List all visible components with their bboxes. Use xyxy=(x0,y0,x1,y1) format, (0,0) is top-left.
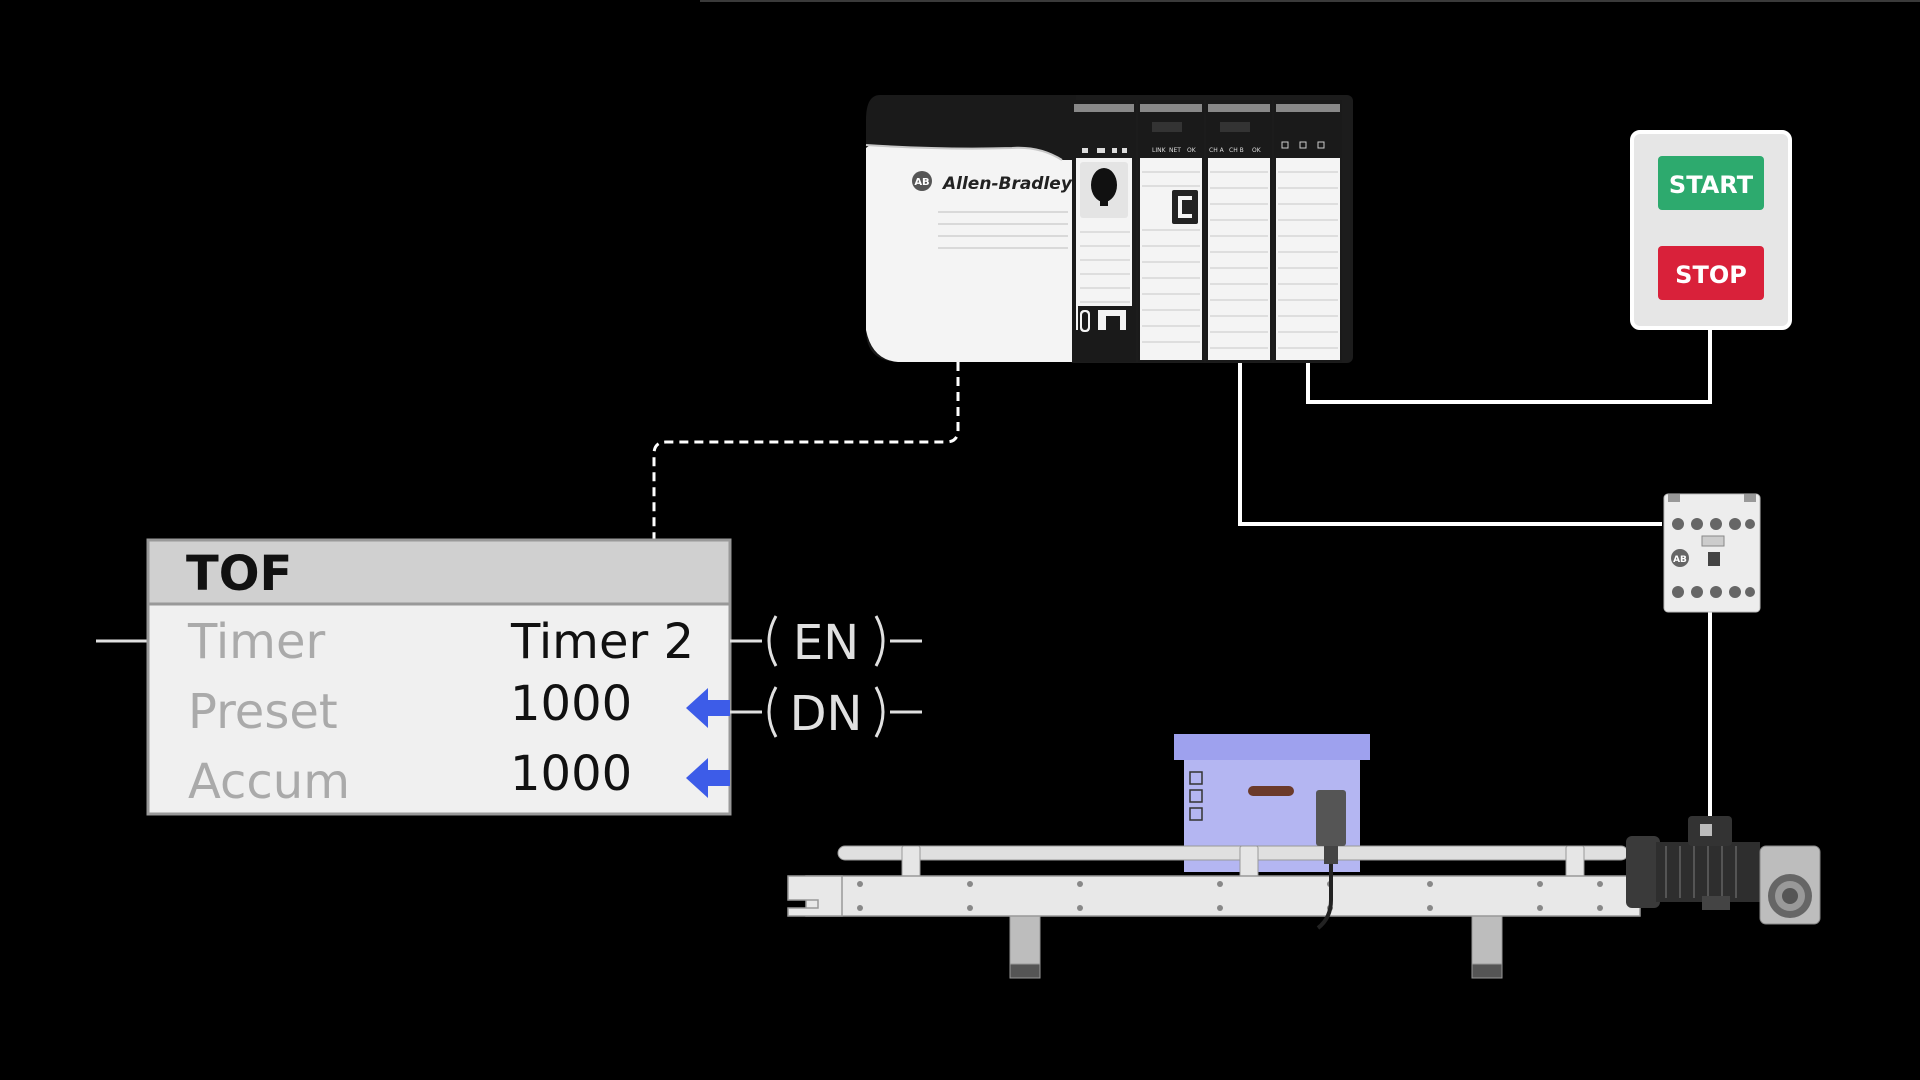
preset-arrow-icon xyxy=(686,688,730,728)
conveyor-motor xyxy=(1626,816,1821,925)
accum-arrow-icon xyxy=(686,758,730,798)
en-label: EN xyxy=(793,615,859,671)
stop-button-label: STOP xyxy=(1675,261,1747,289)
module-label-net: NET xyxy=(1169,147,1181,154)
processor-module xyxy=(1072,100,1136,362)
accum-value: 1000 xyxy=(510,746,632,802)
brand-logo xyxy=(912,171,932,191)
tof-instruction-block: TOF Timer Timer 2 Preset 1000 Accum 1000 xyxy=(96,538,732,816)
preset-value: 1000 xyxy=(510,676,632,732)
module-label-ok: OK xyxy=(1187,147,1197,154)
plc-chassis: AB Allen-Bradley xyxy=(865,95,1353,363)
contactor-logo-text: AB xyxy=(1673,555,1687,565)
module-label-link: LINK xyxy=(1152,147,1167,154)
wires xyxy=(652,330,1712,820)
start-button[interactable]: START xyxy=(1658,156,1764,210)
ethernet-module: LINK NET OK xyxy=(1138,100,1204,362)
start-button-label: START xyxy=(1669,171,1754,199)
tof-title: TOF xyxy=(186,546,292,602)
output-coil-en: EN xyxy=(730,615,922,671)
io-module xyxy=(1274,100,1342,362)
module-label-chb: CH B xyxy=(1229,147,1244,154)
comm-module: CH A CH B OK xyxy=(1206,100,1272,362)
contactor-logo xyxy=(1671,549,1689,567)
photo-eye-sensor xyxy=(1316,790,1346,930)
pushbutton-station: START STOP xyxy=(1630,130,1792,330)
ethernet-port-icon xyxy=(1172,190,1198,224)
accum-label: Accum xyxy=(188,754,350,810)
timer-value: Timer 2 xyxy=(510,614,694,670)
wire-output-to-contactor xyxy=(1238,362,1662,526)
stop-button[interactable]: STOP xyxy=(1658,246,1764,300)
network-cable-dashed xyxy=(652,362,960,540)
conveyor xyxy=(787,734,1821,979)
timer-label: Timer xyxy=(187,614,325,670)
preset-label: Preset xyxy=(188,684,338,740)
wire-input-to-pushbuttons xyxy=(1306,330,1712,404)
output-coil-dn: DN xyxy=(730,686,922,742)
motor-contactor: AB xyxy=(1663,493,1761,613)
module-label-cha: CH A xyxy=(1209,147,1225,154)
module-label-ok2: OK xyxy=(1252,147,1262,154)
key-switch-icon xyxy=(1091,168,1117,206)
brand-name: Allen-Bradley xyxy=(941,174,1073,194)
brand-logo-text: AB xyxy=(914,177,929,188)
dn-label: DN xyxy=(790,686,863,742)
